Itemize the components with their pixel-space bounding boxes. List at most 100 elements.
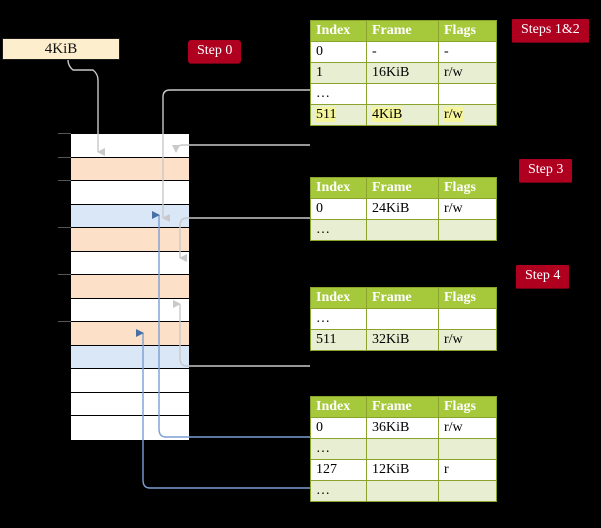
table-cell: …	[310, 480, 367, 502]
highlighted-value: r/w	[444, 107, 463, 122]
memory-frame-row	[71, 298, 189, 322]
table-cell: r	[438, 459, 497, 481]
table-cell: 0	[310, 198, 367, 220]
column-header-index: Index	[310, 287, 367, 309]
table-cell: r/w	[438, 329, 497, 351]
memory-frame-row	[71, 228, 189, 252]
badge-step-3: Step 3	[519, 159, 573, 182]
table-row: 511 4KiB r/w	[310, 104, 497, 126]
table-cell: …	[310, 308, 367, 330]
memory-frame-row	[71, 275, 189, 299]
memory-frame-row	[71, 369, 189, 393]
table-cell	[438, 83, 497, 105]
table-cell: 24KiB	[366, 198, 439, 220]
table-cell: 1	[310, 62, 367, 84]
memory-frame-row	[71, 157, 189, 181]
source-frame-box: 4KiB	[2, 38, 120, 60]
table-cell	[438, 480, 497, 502]
table-cell: 36KiB	[366, 417, 439, 439]
memory-tick-mark	[58, 133, 71, 134]
badge-steps-1-2-label: Steps 1&2	[521, 22, 580, 37]
table-row: …	[310, 219, 497, 241]
badge-step-4-label: Step 4	[525, 268, 561, 283]
memory-tick-mark	[58, 156, 71, 158]
table-row: …	[310, 480, 497, 502]
table-cell	[366, 308, 439, 330]
table-cell	[438, 438, 497, 460]
highlighted-value: 511	[316, 107, 337, 122]
column-header-flags: Flags	[438, 177, 497, 199]
badge-step-3-label: Step 3	[528, 162, 564, 177]
memory-tick-mark	[58, 321, 71, 322]
memory-frame-row	[71, 181, 189, 205]
table-row: 0--	[310, 41, 497, 63]
column-header-index: Index	[310, 396, 367, 418]
column-header-frame: Frame	[366, 20, 439, 42]
table-row: …	[310, 438, 497, 460]
column-header-frame: Frame	[366, 287, 439, 309]
memory-frame-row	[71, 392, 189, 416]
memory-tick-mark	[58, 180, 71, 181]
column-header-flags: Flags	[438, 20, 497, 42]
table-cell: 0	[310, 417, 367, 439]
column-header-flags: Flags	[438, 396, 497, 418]
table-cell: r/w	[438, 62, 497, 84]
table-cell: r/w	[438, 104, 497, 126]
column-header-frame: Frame	[366, 396, 439, 418]
memory-frame-row	[71, 322, 189, 346]
table-cell: …	[310, 83, 367, 105]
memory-frame-row	[71, 251, 189, 275]
table-cell: 4KiB	[366, 104, 439, 126]
memory-tick-mark	[58, 227, 71, 228]
column-header-index: Index	[310, 20, 367, 42]
table-cell: 511	[310, 329, 367, 351]
table-cell: -	[438, 41, 497, 63]
table-cell	[366, 438, 439, 460]
memory-tick-mark	[58, 274, 71, 275]
table-cell: 12KiB	[366, 459, 439, 481]
table-cell: 16KiB	[366, 62, 439, 84]
table-row: …	[310, 83, 497, 105]
badge-steps-1-2: Steps 1&2	[512, 19, 589, 42]
table-cell	[366, 219, 439, 241]
table-cell: 127	[310, 459, 367, 481]
memory-frame-row	[71, 134, 189, 158]
table-cell	[438, 219, 497, 241]
physical-memory-column	[70, 133, 190, 440]
table-cell: …	[310, 438, 367, 460]
source-frame-label: 4KiB	[44, 40, 78, 57]
memory-frame-row	[71, 345, 189, 369]
memory-frame-row	[71, 416, 189, 440]
badge-step-0: Step 0	[188, 40, 242, 63]
badge-step-0-label: Step 0	[197, 43, 233, 58]
column-header-frame: Frame	[366, 177, 439, 199]
table-cell	[438, 308, 497, 330]
highlighted-value: 4KiB	[372, 107, 403, 122]
table-cell: 32KiB	[366, 329, 439, 351]
table-cell: r/w	[438, 417, 497, 439]
column-header-flags: Flags	[438, 287, 497, 309]
table-cell: 511	[310, 104, 367, 126]
table-cell	[366, 480, 439, 502]
table-cell: -	[366, 41, 439, 63]
table-cell: 0	[310, 41, 367, 63]
badge-step-4: Step 4	[516, 265, 570, 288]
table-cell	[366, 83, 439, 105]
table-cell: r/w	[438, 198, 497, 220]
table-cell: …	[310, 219, 367, 241]
table-row: …	[310, 308, 497, 330]
memory-frame-row	[71, 204, 189, 228]
